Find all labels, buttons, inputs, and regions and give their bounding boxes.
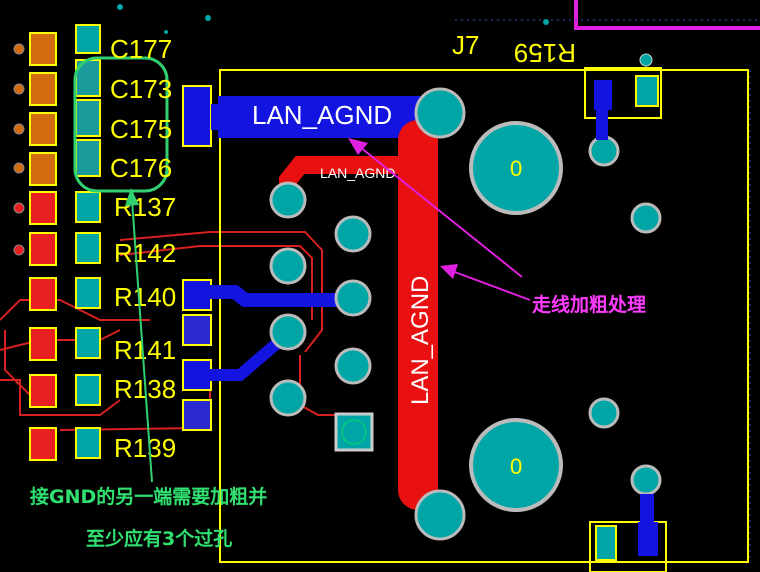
cap-pad-link <box>211 104 225 130</box>
lan-agnd-vertical-trace <box>398 120 438 510</box>
bottom-pad-left <box>595 525 617 561</box>
label-c176: C176 <box>110 153 172 183</box>
cap-pad-blue <box>182 85 212 147</box>
note-gnd-line1: 接GND的另一端需要加粗并 <box>30 485 267 508</box>
r159-trace <box>596 108 608 140</box>
label-r142: R142 <box>114 238 176 268</box>
net-label-top: LAN_AGND <box>252 100 392 130</box>
bottom-pad-right <box>638 522 658 556</box>
blue-signal-traces <box>182 279 212 431</box>
net-label-vertical: LAN_AGND <box>407 276 434 405</box>
edge-vias <box>13 43 25 256</box>
label-j7: J7 <box>452 30 479 60</box>
label-r137: R137 <box>114 192 176 222</box>
note-gnd-line2: 至少应有3个过孔 <box>86 527 232 550</box>
connector-outline <box>219 69 749 563</box>
label-r140: R140 <box>114 282 176 312</box>
r159-outline <box>584 67 662 119</box>
label-c173: C173 <box>110 74 172 104</box>
label-c175: C175 <box>110 114 172 144</box>
bottom-trace <box>640 494 654 524</box>
r159-via <box>639 53 653 67</box>
green-arrow <box>125 188 153 483</box>
right-pad-column <box>75 24 101 459</box>
board-outline <box>574 0 760 30</box>
r159-pad-right <box>635 75 659 107</box>
connector-pins <box>269 181 374 452</box>
left-pad-column <box>29 32 57 461</box>
label-c177: C177 <box>110 34 172 64</box>
hole-label-top: 0 <box>510 156 522 181</box>
bottom-component-outline <box>589 521 667 572</box>
label-r139: R139 <box>114 433 176 463</box>
hole-label-bottom: 0 <box>510 454 522 479</box>
net-label-small: LAN_AGND <box>320 165 395 181</box>
magenta-arrows <box>348 138 531 301</box>
scattered-vias <box>117 4 549 34</box>
r159-pad-left <box>594 80 612 110</box>
thin-traces <box>0 231 340 431</box>
highlight-box <box>73 56 169 193</box>
note-widen-trace: 走线加粗处理 <box>532 293 646 316</box>
label-r141: R141 <box>114 335 176 365</box>
label-r159: R159 <box>514 38 576 68</box>
